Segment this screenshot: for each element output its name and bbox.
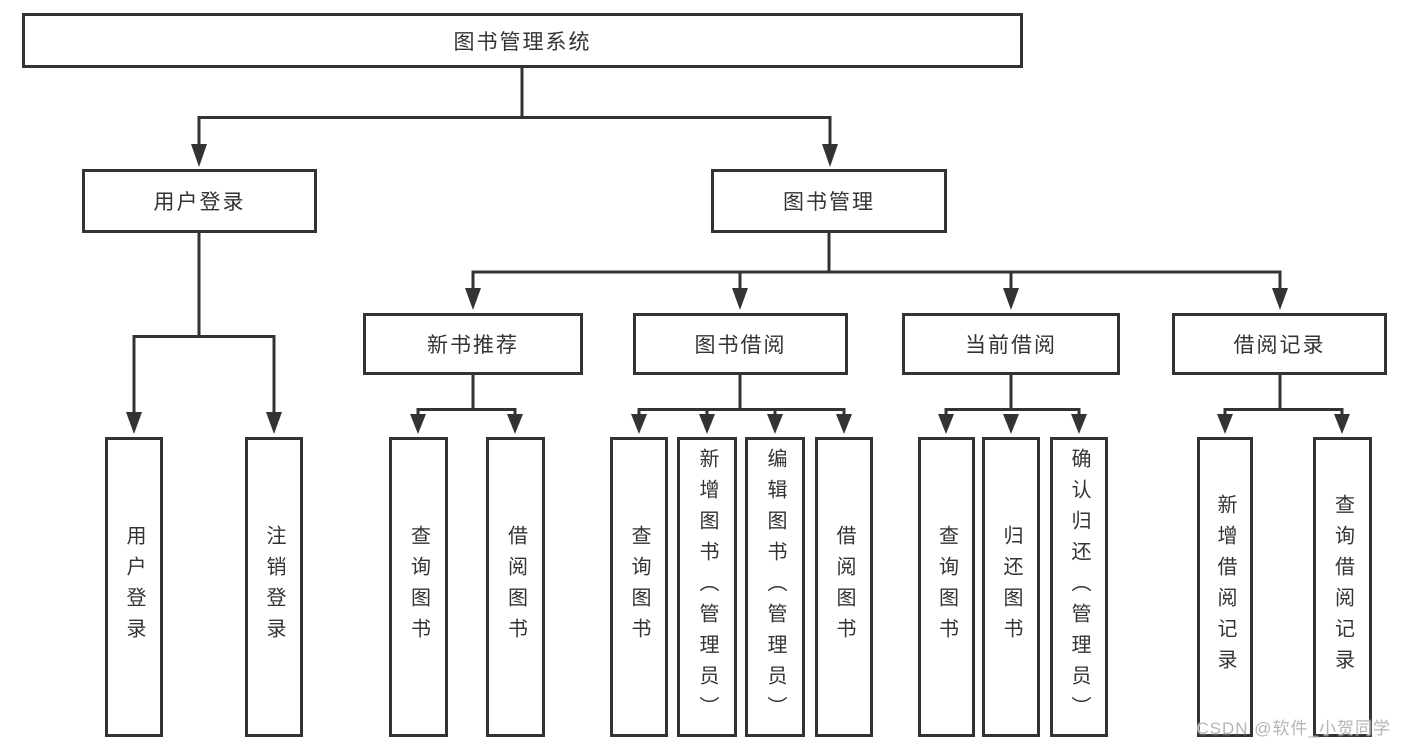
node-edit-book-admin-label: 编辑图书（管理员） xyxy=(764,447,786,727)
connector-book-borrow xyxy=(631,375,852,434)
connector-book-management xyxy=(465,233,1288,310)
node-root-label: 图书管理系统 xyxy=(453,30,592,54)
node-logout-label: 注销登录 xyxy=(263,525,285,649)
connector-root xyxy=(191,68,838,167)
node-add-book-admin-label: 新增图书（管理员） xyxy=(696,447,718,727)
node-confirm-return-admin-label: 确认归还（管理员） xyxy=(1068,447,1090,727)
connector-user-login xyxy=(126,233,282,434)
node-user-login-leaf: 用户登录 xyxy=(105,437,163,737)
node-add-book-admin: 新增图书（管理员） xyxy=(677,437,737,737)
node-borrow-book-recommend: 借阅图书 xyxy=(486,437,545,737)
csdn-watermark: CSDN @软件_小贺同学 xyxy=(1196,719,1391,738)
node-user-login-label: 用户登录 xyxy=(153,191,246,214)
node-query-borrow-record: 查询借阅记录 xyxy=(1313,437,1372,737)
node-book-management: 图书管理 xyxy=(711,169,947,233)
node-user-login-leaf-label: 用户登录 xyxy=(123,525,145,649)
node-new-book-recommend-label: 新书推荐 xyxy=(427,334,519,357)
node-query-books-current: 查询图书 xyxy=(918,437,975,737)
connector-borrow-records xyxy=(1217,375,1350,434)
node-borrow-records: 借阅记录 xyxy=(1172,313,1387,375)
node-borrow-records-label: 借阅记录 xyxy=(1233,334,1326,357)
connector-new-book-recommend xyxy=(410,375,523,434)
node-query-books-recommend: 查询图书 xyxy=(389,437,448,737)
connector-current-borrow xyxy=(938,375,1087,434)
node-current-borrow-label: 当前借阅 xyxy=(965,334,1057,357)
node-return-book-label: 归还图书 xyxy=(1000,525,1022,649)
node-new-book-recommend: 新书推荐 xyxy=(363,313,583,375)
node-user-login: 用户登录 xyxy=(82,169,317,233)
node-query-books-current-label: 查询图书 xyxy=(935,525,958,649)
node-query-borrow-record-label: 查询借阅记录 xyxy=(1331,494,1354,680)
node-logout: 注销登录 xyxy=(245,437,303,737)
node-confirm-return-admin: 确认归还（管理员） xyxy=(1050,437,1108,737)
node-borrow-book-label: 借阅图书 xyxy=(833,525,855,649)
node-root: 图书管理系统 xyxy=(22,13,1023,68)
node-current-borrow: 当前借阅 xyxy=(902,313,1120,375)
node-book-borrow: 图书借阅 xyxy=(633,313,848,375)
node-add-borrow-record: 新增借阅记录 xyxy=(1197,437,1253,737)
node-borrow-book: 借阅图书 xyxy=(815,437,873,737)
node-query-books-borrow-label: 查询图书 xyxy=(628,525,650,649)
node-query-books-recommend-label: 查询图书 xyxy=(407,525,430,649)
node-return-book: 归还图书 xyxy=(982,437,1040,737)
node-query-books-borrow: 查询图书 xyxy=(610,437,668,737)
node-add-borrow-record-label: 新增借阅记录 xyxy=(1214,494,1236,680)
node-edit-book-admin: 编辑图书（管理员） xyxy=(745,437,805,737)
node-borrow-book-recommend-label: 借阅图书 xyxy=(504,525,527,649)
node-book-management-label: 图书管理 xyxy=(783,191,875,214)
node-book-borrow-label: 图书借阅 xyxy=(694,334,787,357)
